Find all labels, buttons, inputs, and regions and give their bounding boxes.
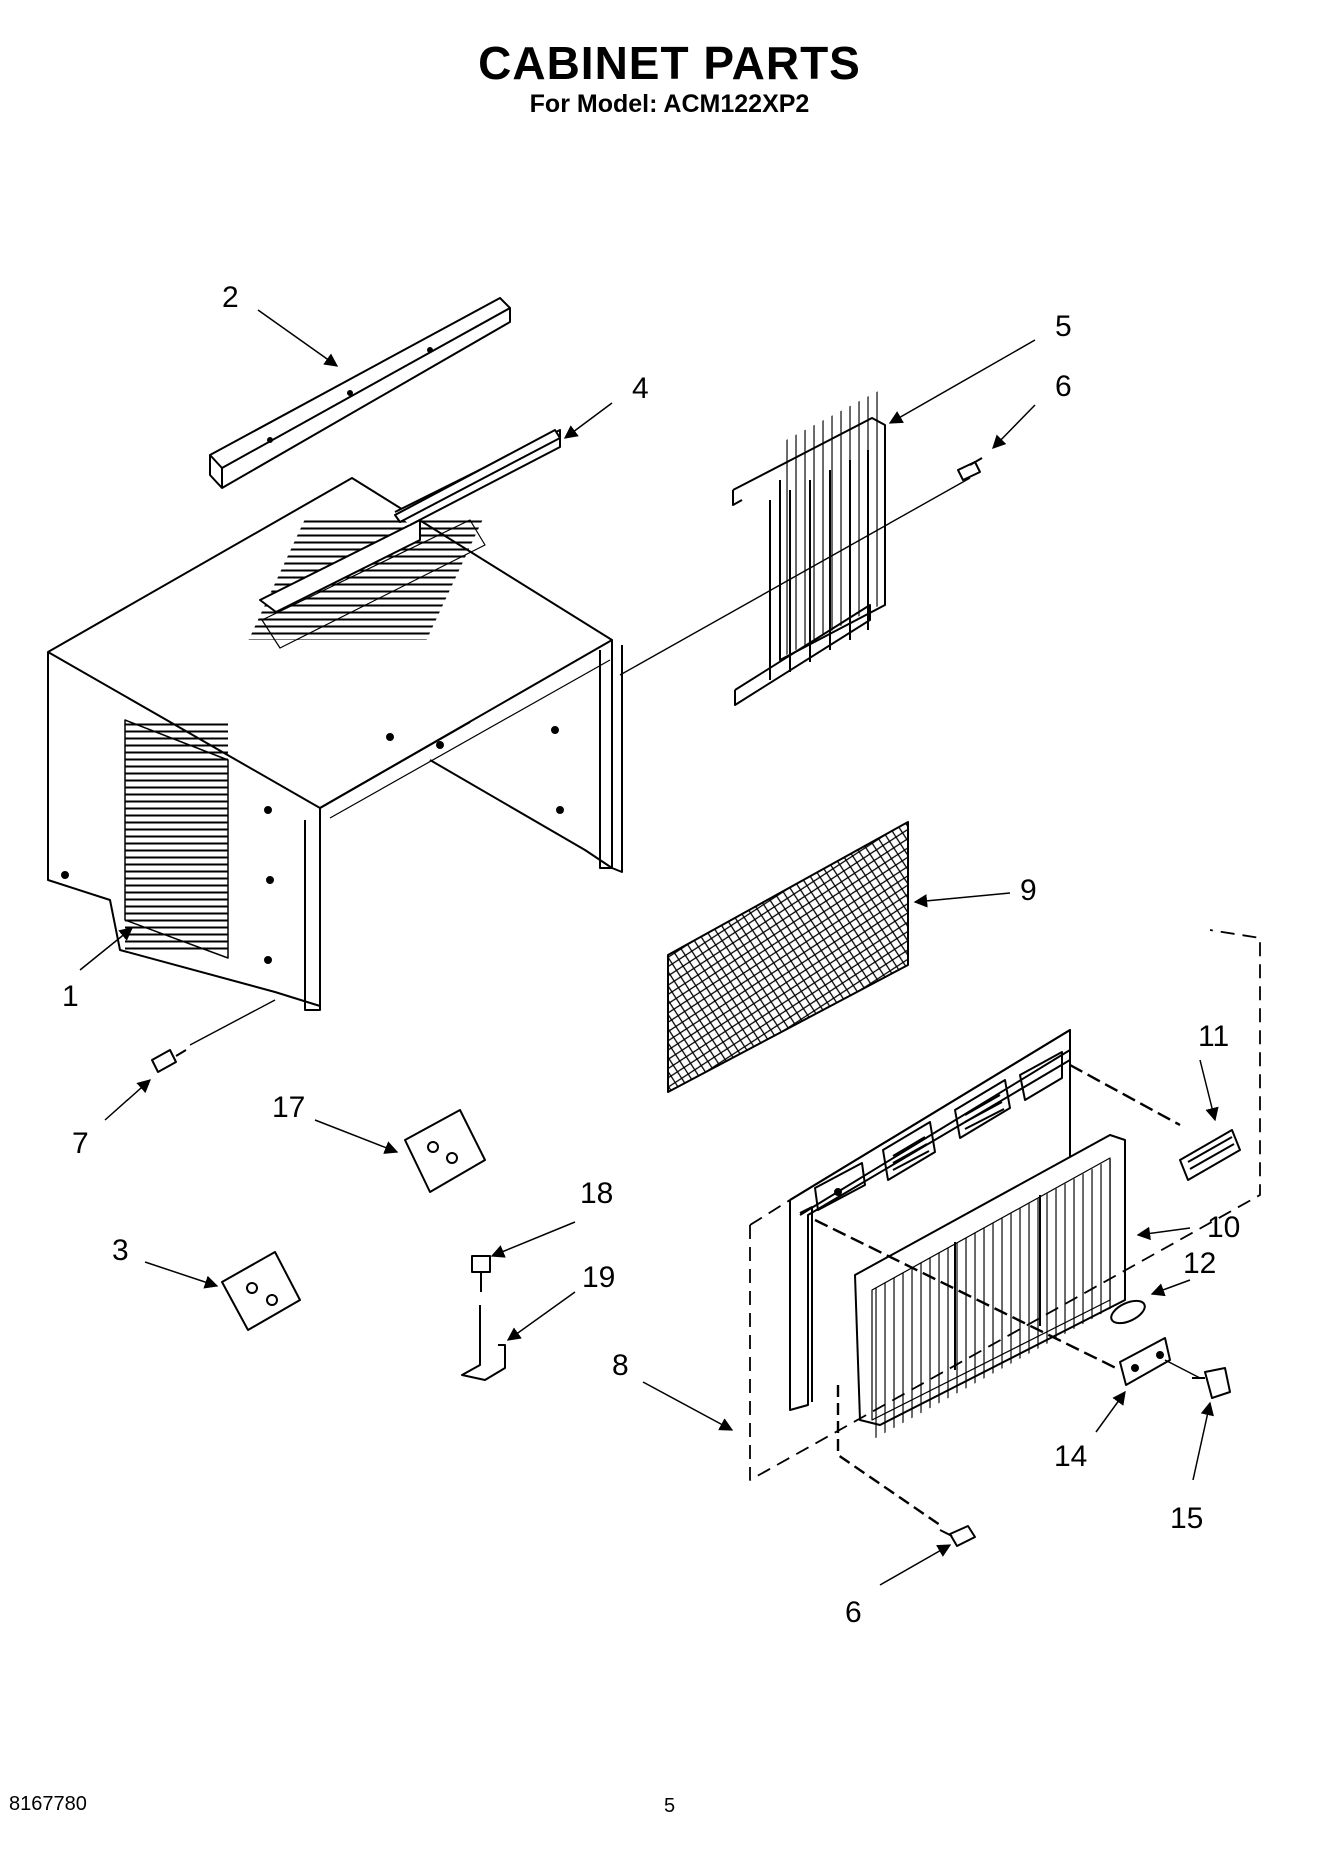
callout-6-top: 6	[1055, 370, 1072, 403]
callout-8: 8	[612, 1349, 629, 1382]
callout-18: 18	[580, 1177, 613, 1210]
callout-9: 9	[1020, 874, 1037, 907]
top-rail	[209, 297, 511, 489]
callout-11: 11	[1198, 1020, 1229, 1053]
callout-10: 10	[1207, 1211, 1240, 1244]
mounting-bracket-lower	[221, 1251, 301, 1331]
knob	[1192, 1367, 1231, 1399]
rear-grille-frame	[732, 390, 886, 706]
callout-7: 7	[72, 1127, 89, 1160]
callout-14: 14	[1054, 1440, 1087, 1473]
callout-4: 4	[632, 372, 649, 405]
callout-5: 5	[1055, 310, 1072, 343]
channel-bracket	[394, 429, 561, 523]
screw-wrapper	[151, 1049, 187, 1073]
callout-19: 19	[582, 1261, 615, 1294]
callout-3: 3	[112, 1234, 129, 1267]
callout-15: 15	[1170, 1502, 1203, 1535]
callout-17: 17	[272, 1091, 305, 1124]
cabinet-wrapper	[47, 429, 623, 1011]
mounting-bracket-upper	[404, 1109, 486, 1193]
screw-top	[957, 457, 983, 481]
page-title: CABINET PARTS	[478, 37, 861, 89]
screw-bottom	[939, 1525, 976, 1547]
screw-mount	[471, 1255, 491, 1292]
callout-12: 12	[1183, 1247, 1216, 1280]
front-panel-assembly	[749, 929, 1261, 1481]
document-number: 8167780	[9, 1793, 87, 1815]
oval-cap	[1110, 1299, 1146, 1325]
model-subtitle: For Model: ACM122XP2	[529, 90, 810, 118]
knob-bracket	[1119, 1337, 1171, 1386]
page-number: 5	[663, 1795, 676, 1817]
louver-vent	[1179, 1129, 1241, 1181]
callout-2: 2	[222, 281, 239, 314]
callout-1: 1	[62, 980, 79, 1013]
air-filter	[667, 821, 909, 1093]
l-bracket	[461, 1305, 506, 1381]
callout-6-bottom: 6	[845, 1596, 862, 1629]
